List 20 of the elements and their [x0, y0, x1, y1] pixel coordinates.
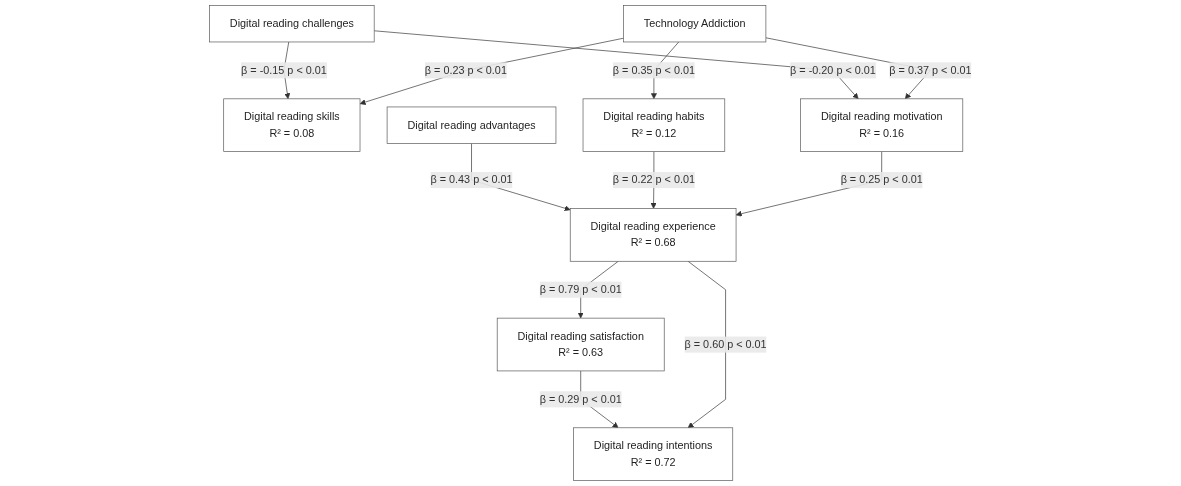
edge-label: β = 0.22 p < 0.01: [612, 173, 695, 186]
node-box: Digital reading motivation R² = 0.16: [800, 98, 964, 152]
node-box: Technology Addiction: [623, 5, 767, 43]
node-box: Digital reading experience R² = 0.68: [569, 208, 737, 262]
edge-label: β = 0.35 p < 0.01: [612, 64, 695, 76]
node-box: Digital reading satisfaction R² = 0.63: [496, 317, 665, 372]
edge-label: β = 0.79 p < 0.01: [539, 283, 622, 296]
edge-label: β = 0.60 p < 0.01: [684, 338, 767, 350]
node-box: Digital reading advantages: [386, 106, 557, 144]
node-box: Digital reading skills R² = 0.08: [223, 98, 361, 152]
edge-label: β = 0.25 p < 0.01: [840, 173, 923, 186]
edge-label: β = 0.43 p < 0.01: [430, 173, 513, 186]
edge-label: β = 0.37 p < 0.01: [889, 64, 972, 76]
edge-label: β = -0.15 p < 0.01: [241, 64, 327, 76]
edge-label: β = 0.29 p < 0.01: [539, 393, 622, 405]
node-box: Digital reading intentions R² = 0.72: [573, 427, 734, 481]
edge-label: β = 0.23 p < 0.01: [424, 64, 507, 76]
edge-label: β = -0.20 p < 0.01: [790, 64, 876, 76]
node-box: Digital reading habits R² = 0.12: [582, 98, 726, 152]
node-box: Digital reading challenges: [209, 5, 375, 43]
